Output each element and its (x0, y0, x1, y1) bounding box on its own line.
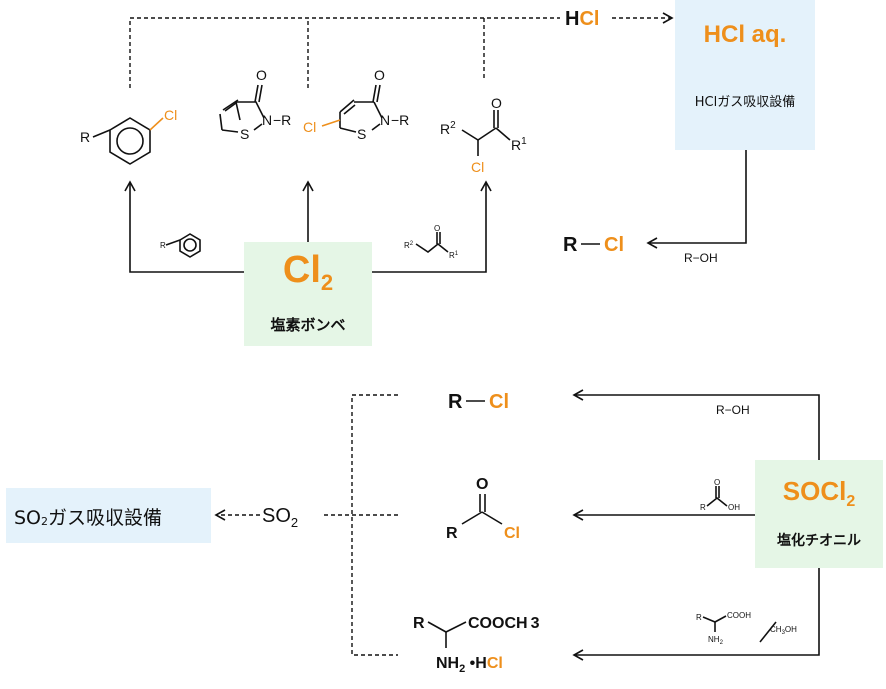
hcl-collection-lines (129, 12, 674, 88)
svg-text:Cl: Cl (303, 119, 316, 135)
svg-text:R: R (700, 503, 706, 512)
svg-text:R: R (160, 241, 166, 250)
svg-text:Cl: Cl (489, 391, 509, 413)
svg-text:N: N (380, 112, 390, 128)
svg-text:Cl: Cl (604, 234, 624, 256)
bottom-roh-label: R−OH (716, 403, 750, 417)
svg-text:O: O (714, 478, 720, 487)
svg-text:O: O (374, 67, 385, 83)
isothiazolinone: O S N −R (219, 67, 291, 142)
acyl-chloride: O R Cl (446, 476, 520, 542)
svg-text:R2: R2 (404, 241, 414, 250)
svg-text:R2: R2 (440, 120, 456, 137)
svg-text:Cl: Cl (504, 525, 520, 542)
cl2-cylinder-label: 塩素ボンベ (270, 316, 345, 334)
svg-text:O: O (476, 476, 488, 493)
cl2-title: Cl2 (283, 249, 333, 295)
svg-text:R1: R1 (449, 251, 459, 260)
svg-text:R: R (413, 615, 425, 632)
chloroarene-product: R Cl (80, 107, 177, 165)
carboxylic-acid-reagent: R O OH (700, 478, 740, 512)
chlorination-arrows (124, 180, 492, 273)
svg-text:R: R (80, 129, 90, 145)
hcl-absorber-label: HClガス吸収設備 (695, 94, 795, 110)
socl2-arrows (572, 389, 820, 661)
svg-text:NH2 •HCl: NH2 •HCl (436, 655, 503, 675)
svg-text:R1: R1 (511, 136, 527, 153)
svg-text:Cl: Cl (164, 107, 177, 123)
svg-text:Cl: Cl (471, 159, 484, 175)
chlorine-cylinder-box: Cl2 塩素ボンベ (244, 242, 372, 346)
amino-acid-reagent: R COOH NH2 CH3OH (696, 611, 797, 646)
svg-text:R: R (446, 525, 458, 542)
top-roh-label: R−OH (684, 251, 718, 265)
svg-text:O: O (434, 224, 440, 233)
thionyl-chloride-box: SOCl2 塩化チオニル (755, 460, 883, 568)
svg-text:COOH: COOH (727, 611, 751, 620)
ketone-reagent: R2 O R1 (404, 224, 459, 260)
hcl-absorber-box: HCl aq. HClガス吸収設備 (675, 0, 815, 150)
bottom-alkyl-chloride: R Cl (448, 391, 509, 413)
so2-absorber-label: SO2ガス吸収設備 (14, 507, 162, 529)
svg-text:R: R (448, 391, 463, 413)
svg-text:−R: −R (273, 112, 291, 128)
svg-text:−R: −R (391, 112, 409, 128)
chloro-isothiazolinone: O Cl S N −R (303, 67, 409, 142)
svg-text:R: R (696, 613, 702, 622)
socl2-label: 塩化チオニル (777, 532, 861, 549)
svg-text:O: O (491, 95, 502, 111)
hcl-arrow-label: HCl (565, 8, 599, 30)
arene-reagent: R (160, 233, 201, 258)
svg-text:S: S (357, 126, 366, 142)
svg-text:R: R (563, 234, 578, 256)
alpha-chloroketone: R2 O R1 Cl (440, 95, 527, 175)
svg-text:CH3OH: CH3OH (770, 625, 797, 636)
top-alkyl-chloride: R Cl (563, 234, 624, 256)
svg-text:N: N (262, 112, 272, 128)
hcl-aq-title: HCl aq. (704, 21, 787, 48)
socl2-title: SOCl2 (783, 476, 856, 510)
svg-text:O: O (256, 67, 267, 83)
svg-text:S: S (240, 126, 249, 142)
hcl-to-rcl-arrow (646, 150, 747, 249)
so2-collection-lines (214, 394, 398, 656)
svg-text:OH: OH (728, 503, 740, 512)
svg-text:NH2: NH2 (708, 635, 724, 646)
so2-label: SO2 (262, 505, 298, 530)
so2-absorber-box: SO2ガス吸収設備 (6, 488, 211, 543)
